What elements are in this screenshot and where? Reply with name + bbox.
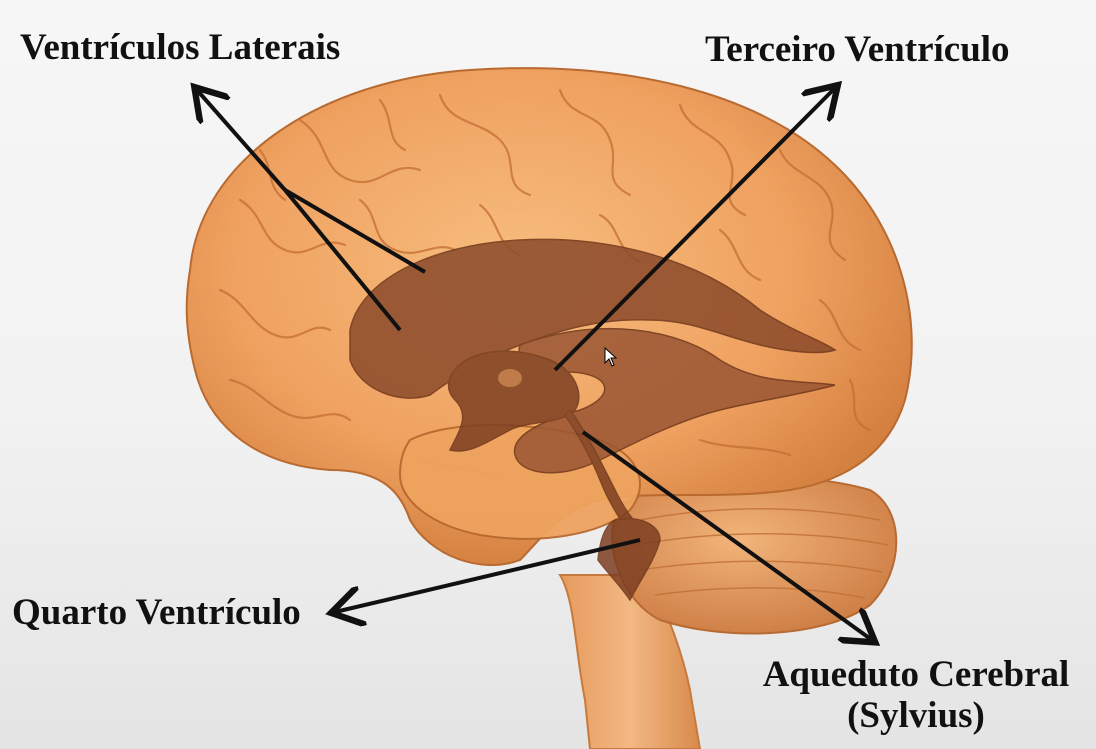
arrows <box>197 88 872 640</box>
ventricular-system <box>349 238 837 602</box>
label-lateral-ventricles: Ventrículos Laterais <box>20 27 341 68</box>
label-fourth-ventricle: Quarto Ventrículo <box>12 592 301 633</box>
mouse-cursor-icon <box>604 346 618 371</box>
arrow-aqueduct <box>581 430 872 640</box>
lateral-ventricle-horn <box>513 327 836 474</box>
arrow-third <box>553 88 835 372</box>
label-aqueduct-line1: Aqueduto Cerebral <box>762 654 1070 695</box>
label-third-ventricle: Terceiro Ventrículo <box>705 29 1010 70</box>
third-ventricle <box>447 350 580 452</box>
label-cerebral-aqueduct: Aqueduto Cerebral (Sylvius) <box>750 654 1082 737</box>
arrow-lateral-branch-a <box>283 188 427 274</box>
fourth-ventricle <box>597 518 661 602</box>
arrow-lateral-branch-b <box>283 188 402 332</box>
arrow-fourth <box>335 538 641 612</box>
arrow-lateral-1 <box>197 90 287 192</box>
label-aqueduct-line2: (Sylvius) <box>847 695 985 737</box>
